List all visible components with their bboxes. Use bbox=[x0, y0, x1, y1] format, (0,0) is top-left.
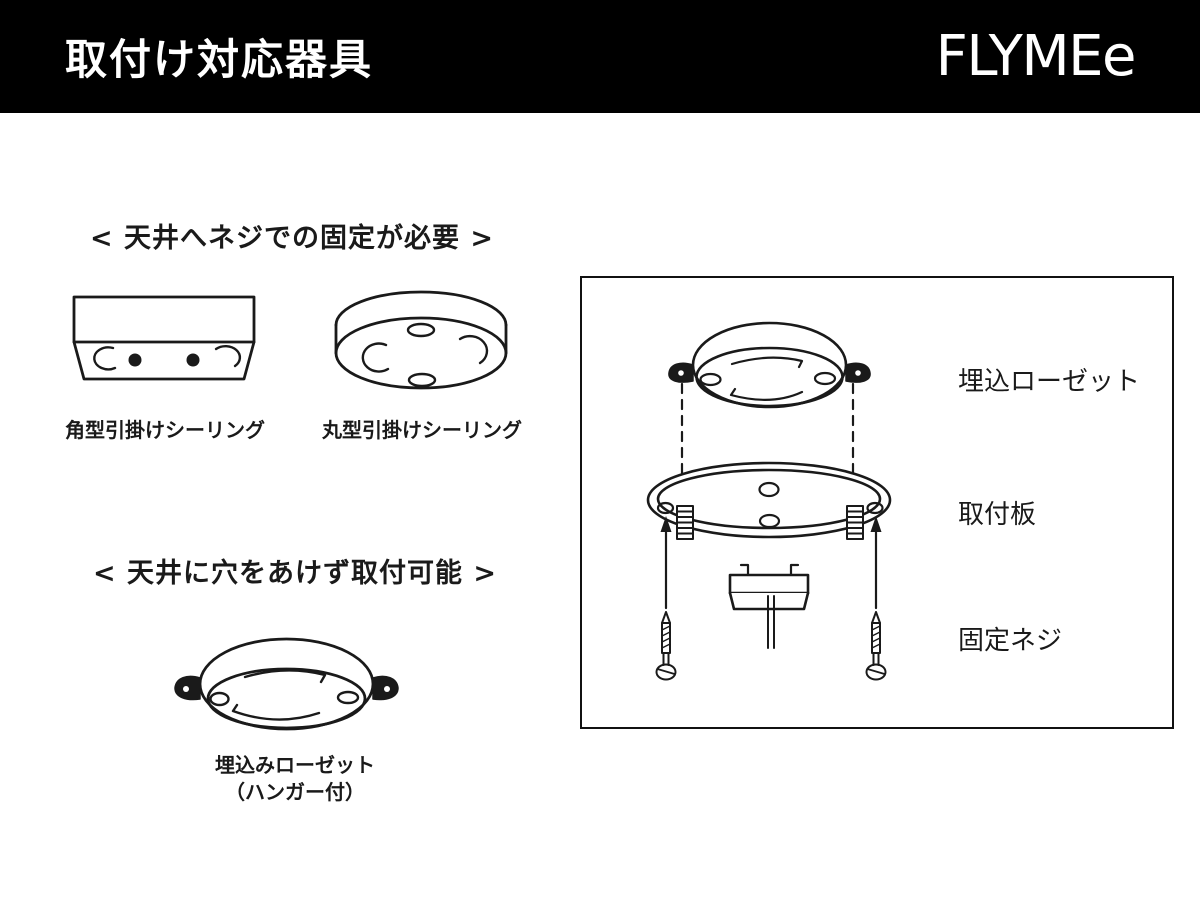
caption-rosette-hanger: 埋込みローゼット （ハンガー付） bbox=[170, 752, 420, 806]
plate-outer-rim bbox=[646, 461, 892, 539]
screw-right-icon bbox=[865, 611, 887, 681]
round-socket-top-rim bbox=[334, 290, 508, 327]
installation-diagram bbox=[646, 321, 892, 681]
bayonet-slot-right-icon bbox=[214, 345, 242, 368]
rosette-slot-top bbox=[730, 356, 804, 369]
plate-hole-center-top bbox=[758, 481, 780, 498]
rosette-hole-right bbox=[813, 371, 837, 386]
plate-screw-hole-right bbox=[866, 501, 884, 515]
plate-screw-hole-left bbox=[656, 501, 675, 515]
connector-prong-left bbox=[739, 563, 750, 577]
plate-hole-center-bottom bbox=[758, 513, 781, 529]
socket-hole-bottom bbox=[407, 372, 437, 388]
rosette-hole-left bbox=[209, 691, 230, 707]
header-bar: 取付け対応器具 FLYMEe bbox=[0, 0, 1200, 113]
socket-contact-dot bbox=[186, 353, 200, 367]
diagram-rosette-drawing bbox=[668, 321, 871, 409]
page-title: 取付け対応器具 bbox=[65, 35, 374, 84]
brand-logo: FLYMEe bbox=[935, 24, 1137, 89]
connector-cap-drawing bbox=[728, 563, 810, 649]
bayonet-slot-right-icon bbox=[458, 334, 489, 365]
arrow-up-right-icon bbox=[870, 516, 882, 610]
threaded-bushing-left-icon bbox=[676, 505, 694, 540]
rosette-slot-top bbox=[243, 669, 327, 684]
round-socket-face bbox=[334, 316, 508, 390]
rosette-face bbox=[695, 346, 844, 408]
threaded-bushing-right-icon bbox=[846, 505, 864, 540]
connector-prong-right bbox=[789, 563, 800, 577]
caption-rosette-line2: （ハンガー付） bbox=[225, 780, 365, 804]
rosette-slot-bottom bbox=[729, 387, 804, 401]
section-heading-screw-required: < 天井へネジでの固定が必要 > bbox=[90, 223, 495, 254]
rosette-face bbox=[206, 667, 367, 730]
diagram-label-rosette: 埋込ローゼット bbox=[958, 367, 1141, 397]
diagram-label-fixing-screws: 固定ネジ bbox=[958, 626, 1063, 656]
section-heading-no-hole: < 天井に穴をあけず取付可能 > bbox=[93, 558, 498, 589]
socket-contact-dot bbox=[128, 353, 142, 367]
hanger-pin-left bbox=[183, 686, 189, 692]
square-ceiling-socket-drawing bbox=[72, 295, 256, 381]
square-socket-body-bottom bbox=[72, 340, 256, 381]
rosette-hole-left bbox=[699, 372, 722, 387]
rosette-silhouette bbox=[691, 321, 848, 409]
arrow-up-left-icon bbox=[660, 516, 672, 610]
caption-rosette-line1: 埋込みローゼット bbox=[215, 753, 375, 777]
bayonet-slot-left-icon bbox=[93, 346, 117, 371]
diagram-label-mounting-plate: 取付板 bbox=[958, 500, 1037, 530]
hanger-pin-right bbox=[855, 370, 861, 376]
rosette-slot-bottom bbox=[231, 703, 321, 721]
rosette-hole-right bbox=[336, 690, 360, 705]
mounting-plate-drawing bbox=[646, 461, 892, 540]
connector-body-top bbox=[728, 573, 810, 595]
screw-left-icon bbox=[655, 611, 677, 681]
hanger-pin-left bbox=[678, 370, 684, 376]
rosette-hanger-drawing bbox=[174, 637, 399, 731]
installation-diagram-box bbox=[580, 276, 1174, 729]
socket-hole-top bbox=[406, 322, 436, 338]
caption-round-ceiling: 丸型引掛けシーリング bbox=[322, 418, 522, 442]
hanger-pin-right bbox=[384, 686, 390, 692]
bayonet-slot-left-icon bbox=[361, 342, 390, 373]
square-socket-body-top bbox=[72, 295, 256, 344]
round-ceiling-socket-drawing bbox=[334, 290, 508, 390]
rosette-silhouette bbox=[198, 637, 375, 731]
caption-square-ceiling: 角型引掛けシーリング bbox=[65, 418, 265, 442]
